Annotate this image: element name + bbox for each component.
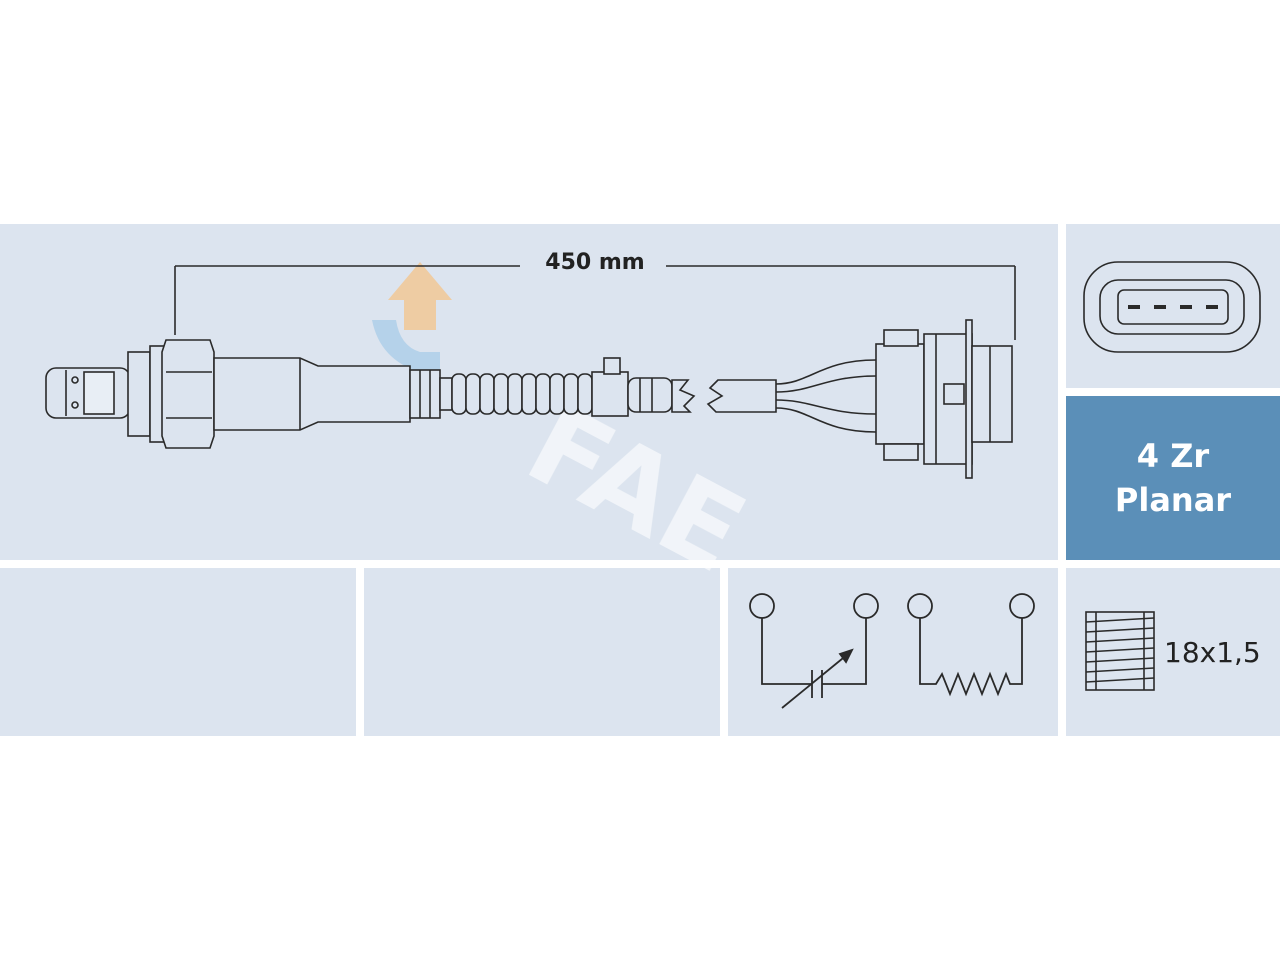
length-dimension-label: 450 mm bbox=[545, 250, 645, 275]
sensor-type-line-1: 4 Zr bbox=[1136, 437, 1210, 475]
empty-panel-1 bbox=[0, 568, 356, 736]
thread-panel bbox=[1066, 568, 1280, 736]
thread-size-label: 18x1,5 bbox=[1164, 636, 1261, 669]
sensor-type-panel: 4 Zr Planar bbox=[1066, 396, 1280, 560]
variable-resistor-symbol bbox=[749, 593, 879, 709]
dimension-line bbox=[174, 265, 1016, 340]
empty-panel-2 bbox=[364, 568, 720, 736]
bellows bbox=[451, 373, 593, 415]
heater-resistor-symbol bbox=[907, 593, 1035, 697]
oxygen-sensor-drawing bbox=[45, 319, 1013, 479]
brand-watermark: FAE bbox=[372, 262, 765, 598]
sensor-type-line-2: Planar bbox=[1114, 481, 1232, 519]
thread-icon bbox=[1085, 611, 1155, 691]
connector-plug-icon bbox=[1083, 261, 1261, 353]
